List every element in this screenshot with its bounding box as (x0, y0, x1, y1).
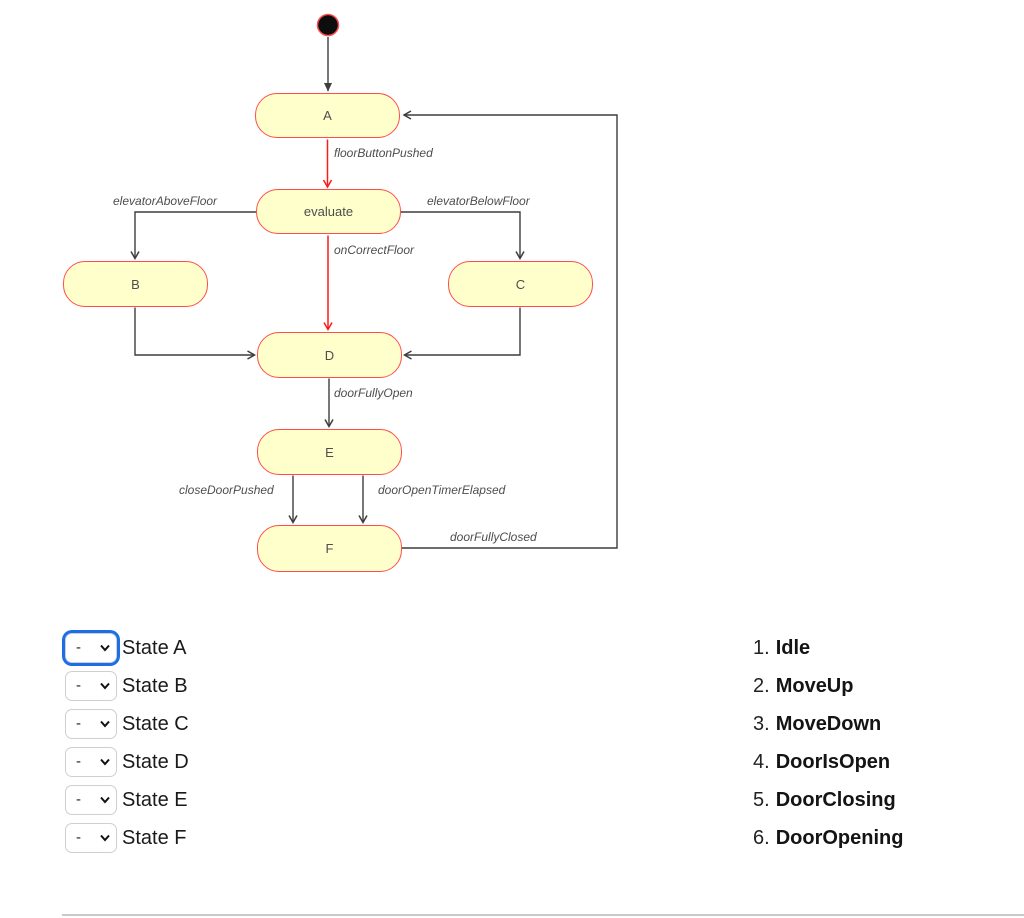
option-name: Idle (775, 636, 811, 659)
state-a-select-wrap: - (65, 633, 117, 663)
state-label: E (325, 444, 334, 460)
state-label: F (325, 541, 334, 556)
state-node-b: B (63, 261, 208, 307)
state-e-label: State E (122, 788, 188, 811)
state-node-d: D (257, 332, 402, 378)
option-name: MoveUp (775, 674, 854, 697)
option-item-moveup: 2. MoveUp (753, 671, 903, 701)
edge-label-close-door-pushed: closeDoorPushed (179, 483, 274, 497)
state-a-select[interactable]: - (65, 633, 117, 663)
state-a-label: State A (122, 636, 187, 659)
answer-row-state-a: - State A (65, 633, 189, 663)
option-item-doorisopen: 4. DoorIsOpen (753, 747, 903, 777)
edge-label-door-fully-open: doorFullyOpen (334, 386, 413, 400)
edge-label-on-correct-floor: onCorrectFloor (334, 243, 415, 257)
state-f-select-wrap: - (65, 823, 117, 853)
answer-row-state-f: - State F (65, 823, 189, 853)
answer-row-state-d: - State D (65, 747, 189, 777)
state-e-select[interactable]: - (65, 785, 117, 815)
state-label: C (515, 276, 526, 292)
transition-f-to-a (402, 110, 618, 549)
state-label: B (131, 276, 140, 292)
state-node-evaluate: evaluate (256, 189, 401, 234)
option-item-movedown: 3. MoveDown (753, 709, 903, 739)
edge-label-door-open-timer-elapsed: doorOpenTimerElapsed (378, 483, 506, 497)
option-number: 2. (753, 674, 770, 697)
transition-evaluate-to-c (401, 211, 525, 261)
state-node-f: F (257, 525, 402, 572)
option-name: DoorOpening (775, 826, 904, 849)
bottom-divider (62, 914, 1024, 916)
state-d-select[interactable]: - (65, 747, 117, 777)
option-number: 3. (753, 712, 770, 735)
option-item-dooropening: 6. DoorOpening (753, 823, 903, 853)
state-b-select-wrap: - (65, 671, 117, 701)
state-c-label: State C (122, 712, 189, 735)
option-number: 5. (753, 788, 770, 811)
state-c-select-wrap: - (65, 709, 117, 739)
state-label: evaluate (303, 204, 354, 219)
state-d-select-wrap: - (65, 747, 117, 777)
answer-row-state-b: - State B (65, 671, 189, 701)
option-number: 4. (753, 750, 770, 773)
initial-state-dot (316, 13, 340, 37)
state-node-c: C (448, 261, 593, 307)
option-name: DoorClosing (775, 788, 896, 811)
option-number: 6. (753, 826, 770, 849)
answer-row-state-e: - State E (65, 785, 189, 815)
state-f-select[interactable]: - (65, 823, 117, 853)
state-node-e: E (257, 429, 402, 475)
option-number: 1. (753, 636, 770, 659)
state-b-select[interactable]: - (65, 671, 117, 701)
state-e-select-wrap: - (65, 785, 117, 815)
edge-label-elevator-above-floor: elevatorAboveFloor (113, 194, 218, 208)
answer-row-state-c: - State C (65, 709, 189, 739)
option-name: MoveDown (775, 712, 882, 735)
edge-label-floor-button-pushed: floorButtonPushed (334, 146, 433, 160)
transition-c-to-d (402, 307, 521, 360)
option-item-idle: 1. Idle (753, 633, 903, 663)
state-d-label: State D (122, 750, 189, 773)
state-label: D (324, 347, 335, 363)
option-name: DoorIsOpen (775, 750, 891, 773)
option-item-doorclosing: 5. DoorClosing (753, 785, 903, 815)
edge-label-elevator-below-floor: elevatorBelowFloor (427, 194, 530, 208)
edge-label-door-fully-closed: doorFullyClosed (450, 530, 537, 544)
state-answer-list: - State A - State B - State C - State (65, 633, 189, 853)
state-f-label: State F (122, 826, 187, 849)
transition-evaluate-to-b (130, 211, 256, 261)
transition-b-to-d (134, 307, 257, 360)
option-list: 1. Idle 2. MoveUp 3. MoveDown 4. DoorIsO… (753, 633, 903, 853)
state-label: A (323, 108, 332, 123)
state-b-label: State B (122, 674, 188, 697)
state-c-select[interactable]: - (65, 709, 117, 739)
state-node-a: A (255, 93, 400, 138)
